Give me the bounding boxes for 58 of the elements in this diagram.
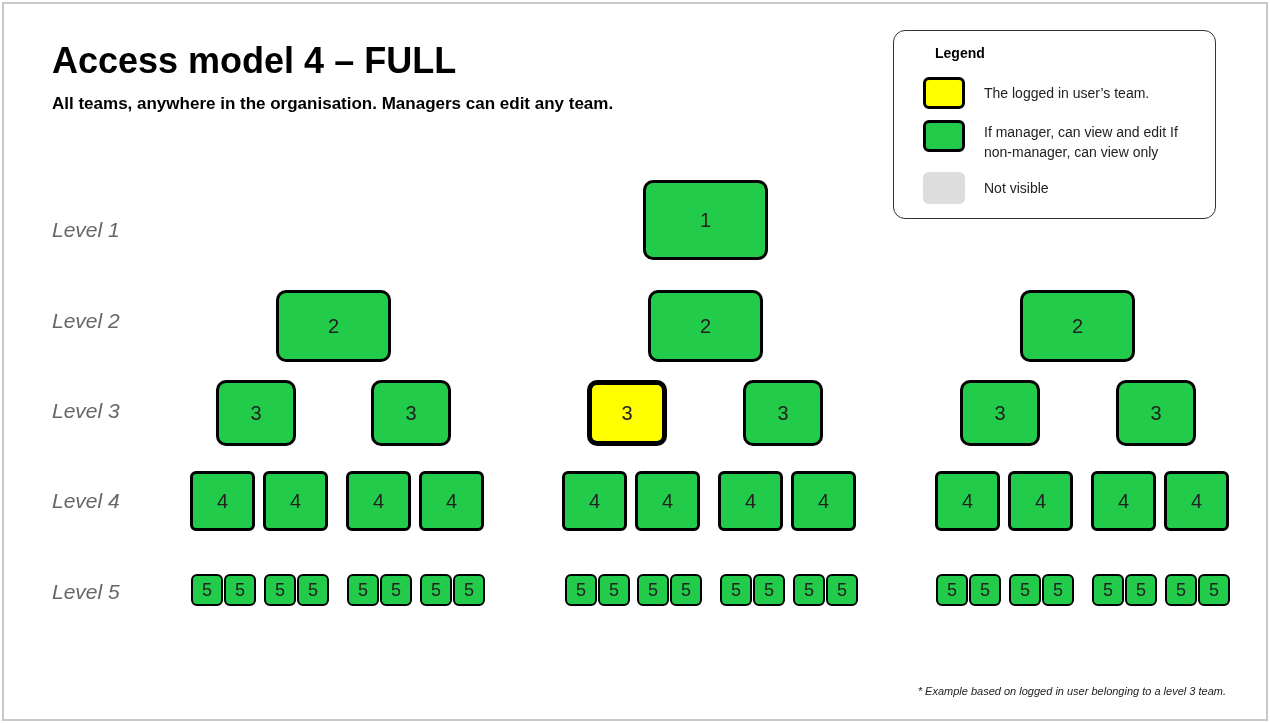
team-box: 5 (264, 574, 296, 606)
team-box: 3 (587, 380, 667, 446)
team-box: 5 (637, 574, 669, 606)
level-label: Level 3 (52, 400, 120, 421)
team-box: 4 (718, 471, 783, 531)
legend-text: Not visible (984, 179, 1050, 198)
team-box: 5 (720, 574, 752, 606)
team-box: 4 (562, 471, 627, 531)
footnote: * Example based on logged in user belonging to a level 3 team. (917, 684, 1226, 699)
team-box: 5 (826, 574, 858, 606)
team-box: 5 (598, 574, 630, 606)
legend-text: If manager, can view and edit If non-manager, can view only (984, 123, 1179, 162)
team-box: 4 (1164, 471, 1229, 531)
team-box: 2 (1020, 290, 1135, 362)
level-label: Level 1 (52, 219, 120, 240)
team-box: 5 (1125, 574, 1157, 606)
subtitle: All teams, anywhere in the organisation. Managers can edit any team. (52, 93, 615, 115)
level-label: Level 2 (52, 310, 120, 331)
team-box: 4 (935, 471, 1000, 531)
team-box: 5 (793, 574, 825, 606)
team-box: 4 (791, 471, 856, 531)
team-box: 4 (1008, 471, 1073, 531)
level-label: Level 5 (52, 581, 120, 602)
team-box: 5 (565, 574, 597, 606)
team-box: 2 (276, 290, 391, 362)
team-box: 3 (960, 380, 1040, 446)
team-box: 5 (347, 574, 379, 606)
team-box: 3 (216, 380, 296, 446)
team-box: 5 (420, 574, 452, 606)
team-box: 5 (380, 574, 412, 606)
team-box: 5 (969, 574, 1001, 606)
team-box: 5 (1165, 574, 1197, 606)
team-box: 4 (190, 471, 255, 531)
team-box: 5 (1198, 574, 1230, 606)
team-box: 5 (453, 574, 485, 606)
team-box: 5 (224, 574, 256, 606)
legend-title: Legend (935, 44, 985, 63)
team-box: 5 (1009, 574, 1041, 606)
team-box: 5 (936, 574, 968, 606)
team-box: 3 (1116, 380, 1196, 446)
team-box: 5 (191, 574, 223, 606)
title: Access model 4 – FULL (52, 39, 457, 83)
team-box: 4 (635, 471, 700, 531)
team-box: 4 (419, 471, 484, 531)
legend-text: The logged in user’s team. (984, 84, 1151, 103)
team-box: 4 (263, 471, 328, 531)
team-box: 1 (643, 180, 768, 260)
team-box: 5 (670, 574, 702, 606)
team-box: 5 (753, 574, 785, 606)
team-box: 5 (1092, 574, 1124, 606)
team-box: 5 (297, 574, 329, 606)
team-box: 4 (1091, 471, 1156, 531)
level-label: Level 4 (52, 490, 120, 511)
team-box: 4 (346, 471, 411, 531)
team-box: 2 (648, 290, 763, 362)
team-box: 5 (1042, 574, 1074, 606)
team-box: 3 (743, 380, 823, 446)
team-box: 3 (371, 380, 451, 446)
